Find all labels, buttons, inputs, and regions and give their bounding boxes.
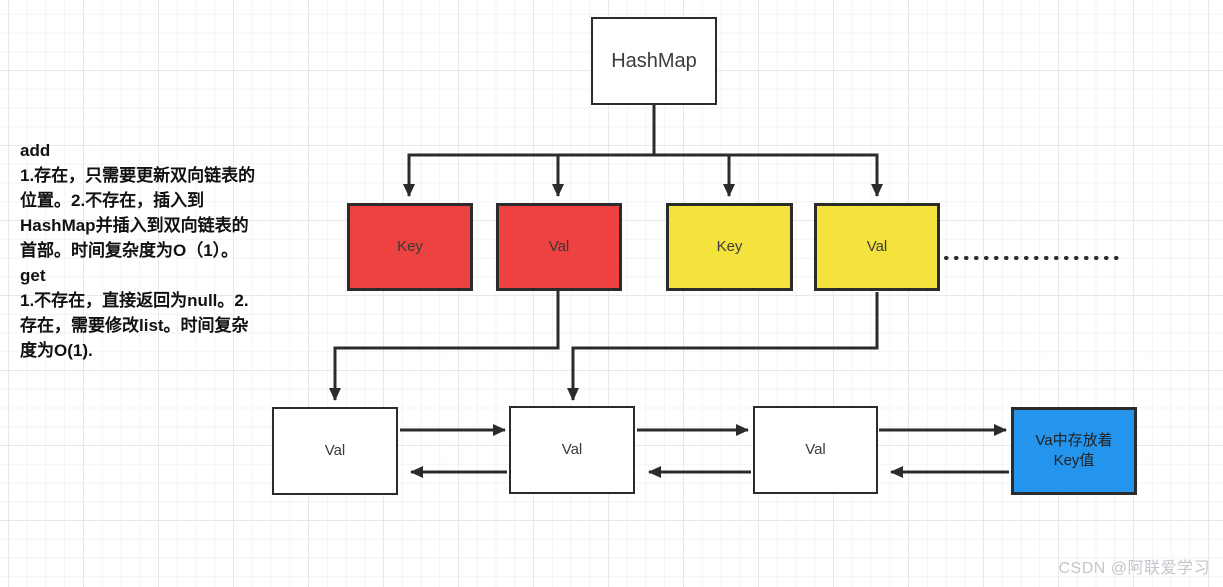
csdn-watermark: CSDN @阿联爱学习	[1058, 560, 1210, 577]
note-line: add	[20, 141, 51, 160]
note-line: 1.存在，只需要更新双向链表的	[20, 166, 256, 185]
hash-key1-label: Key	[397, 237, 423, 255]
hash-val2-box: Val	[814, 203, 940, 291]
hash-val2-label: Val	[866, 237, 888, 255]
connector-val1-to-node1	[329, 291, 560, 401]
notes-text: add 1.存在，只需要更新双向链表的 位置。2.不存在，插入到 HashMap…	[20, 138, 320, 363]
note-line: HashMap并插入到双向链表的	[20, 216, 249, 235]
list-node2-label: Val	[561, 440, 583, 458]
list-node4-label-line2: Key值	[1053, 452, 1095, 469]
list-node4-box: Va中存放着 Key值	[1011, 407, 1137, 495]
hash-val1-box: Val	[496, 203, 622, 291]
list-node1-box: Val	[272, 407, 398, 495]
list-node2-box: Val	[509, 406, 635, 494]
list-node3-box: Val	[753, 406, 878, 494]
note-line: 首部。时间复杂度为O（1）。	[20, 241, 239, 260]
hash-val1-label: Val	[548, 237, 570, 255]
note-line: 度为O(1).	[20, 341, 93, 360]
hashmap-box: HashMap	[591, 17, 717, 105]
list-node3-label: Val	[805, 440, 826, 458]
hash-key2-box: Key	[666, 203, 793, 291]
list-node4-label-line1: Va中存放着	[1035, 431, 1113, 449]
note-line: 位置。2.不存在，插入到	[20, 191, 205, 210]
connector-val2-to-node2	[567, 292, 879, 401]
note-line: 1.不存在，直接返回为null。2.	[20, 291, 249, 310]
note-line: get	[20, 266, 46, 285]
hashmap-box-label: HashMap	[611, 49, 697, 72]
note-line: 存在，需要修改list。时间复杂	[20, 316, 249, 335]
hash-key2-label: Key	[716, 237, 743, 255]
hash-key1-box: Key	[347, 203, 473, 291]
list-node1-label: Val	[324, 441, 346, 459]
